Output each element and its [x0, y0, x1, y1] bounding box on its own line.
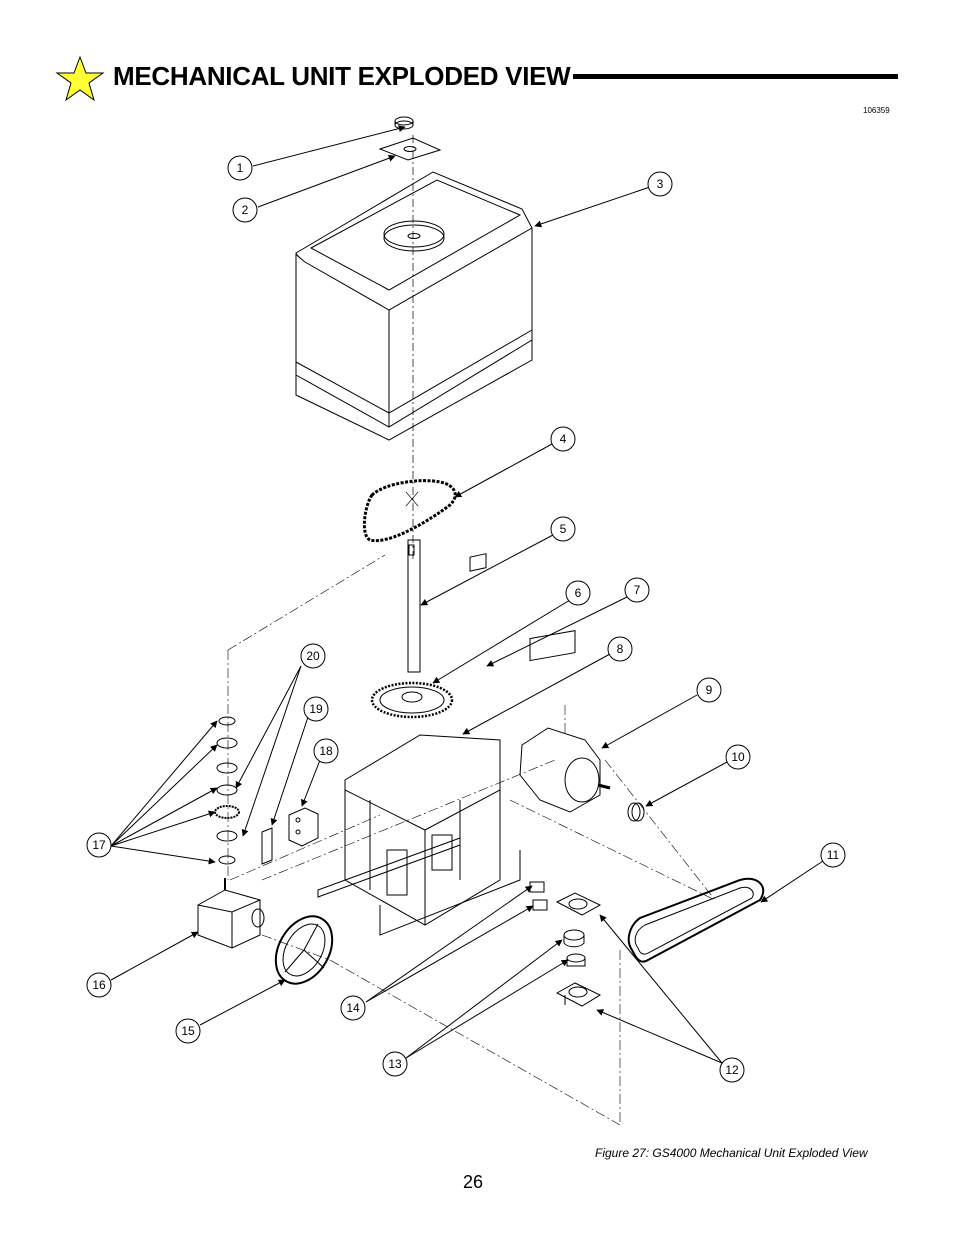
frame-part [317, 734, 521, 936]
bearing-lower-part [555, 982, 602, 1007]
callout-4: 4 [560, 432, 567, 446]
callout-16: 16 [92, 978, 106, 992]
callout-17: 17 [92, 838, 106, 852]
title-rule [573, 74, 898, 79]
star-icon [55, 55, 105, 102]
pulley-part [627, 802, 645, 822]
callout-19: 19 [309, 702, 323, 716]
washer-stack-part [214, 716, 240, 865]
shaft-part [407, 539, 421, 673]
callout-15: 15 [181, 1024, 195, 1038]
callout-8: 8 [617, 642, 624, 656]
mounting-plate-part [261, 827, 273, 865]
callout-7: 7 [634, 583, 641, 597]
washer-plate-part [378, 137, 442, 161]
callout-9: 9 [706, 683, 713, 697]
callout-3: 3 [657, 177, 664, 191]
callout-5: 5 [560, 522, 567, 536]
page-title: MECHANICAL UNIT EXPLODED VIEW [113, 61, 571, 91]
motor-part [519, 630, 611, 813]
callout-12: 12 [725, 1063, 739, 1077]
callout-10: 10 [731, 750, 745, 764]
callout-11: 11 [827, 848, 840, 862]
callout-20: 20 [306, 649, 320, 663]
gearbox-part [197, 878, 265, 949]
drawing-number: 106359 [863, 106, 890, 115]
key-block-part [469, 553, 487, 572]
page-number: 26 [463, 1172, 484, 1192]
figure-caption: Figure 27: GS4000 Mechanical Unit Explod… [595, 1146, 868, 1160]
coupling-part [563, 929, 586, 967]
callout-18: 18 [319, 744, 333, 758]
hopper-box-part [295, 171, 533, 441]
callout-13: 13 [388, 1057, 402, 1071]
handwheel-part [274, 915, 334, 985]
callout-2: 2 [242, 203, 249, 217]
callout-6: 6 [575, 586, 582, 600]
bracket-part [288, 807, 319, 847]
belt-part [627, 877, 765, 963]
callout-1: 1 [237, 161, 244, 175]
callout-14: 14 [346, 1001, 360, 1015]
sprocket-part [370, 681, 454, 719]
bearing-upper-part [555, 892, 602, 916]
chain-loop-part [362, 479, 457, 543]
